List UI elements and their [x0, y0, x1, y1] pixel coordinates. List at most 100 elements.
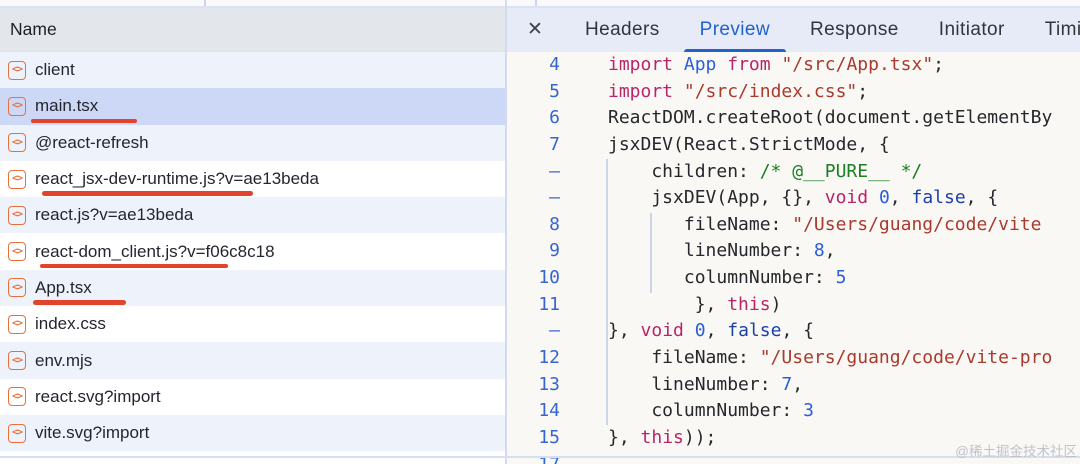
request-name-label: react_jsx-dev-runtime.js?v=ae13beda: [35, 169, 319, 189]
request-name-label: main.tsx: [35, 96, 99, 116]
line-number: –: [549, 320, 560, 342]
column-divider-tick: [204, 0, 206, 6]
annotation-red-underline: [42, 191, 253, 196]
panel-divider[interactable]: [505, 0, 507, 464]
code-text: [560, 79, 608, 106]
request-row[interactable]: <> react-dom_client.js?v=f06c8c18: [0, 233, 505, 270]
request-row[interactable]: <> client: [0, 52, 505, 89]
line-number: 5: [549, 80, 560, 102]
code-text: [560, 345, 608, 372]
request-name-label: react-dom_client.js?v=f06c8c18: [35, 241, 275, 261]
code-line: –}, void 0, false, {: [507, 318, 1080, 345]
script-file-icon: <>: [8, 96, 26, 116]
annotation-red-underline: [33, 300, 126, 305]
code-text: [560, 132, 608, 159]
script-file-icon: <>: [8, 242, 26, 262]
code-line: 14 columnNumber: 3: [507, 398, 1080, 425]
indent-guide: [650, 213, 652, 293]
request-name-label: vite.svg?import: [35, 423, 150, 443]
details-tab-bar: ✕ Headers Preview Response Initiator Timing: [507, 8, 1080, 52]
code-text: [560, 238, 608, 265]
column-divider-tick: [535, 0, 537, 6]
indent-guide: [606, 159, 608, 425]
code-text: [560, 265, 608, 292]
network-request-list: Name <>client<>main.tsx<>@react-refresh<…: [0, 8, 505, 464]
code-line: 12 fileName: "/Users/guang/code/vite-pro: [507, 345, 1080, 372]
code-text: [560, 425, 608, 452]
request-rows: <>client<>main.tsx<>@react-refresh<>reac…: [0, 52, 505, 452]
request-row[interactable]: <>react.js?v=ae13beda: [0, 197, 505, 234]
request-row[interactable]: <> react_jsx-dev-runtime.js?v=ae13beda: [0, 160, 505, 198]
line-number: 17: [507, 452, 560, 464]
script-file-icon: <>: [8, 351, 26, 371]
request-name-label: client: [35, 60, 75, 80]
line-number: 14: [538, 400, 560, 422]
code-line: 9 lineNumber: 8,: [507, 238, 1080, 265]
request-row[interactable]: <> @react-refresh: [0, 124, 505, 161]
line-number: 4: [549, 54, 560, 75]
code-text: [560, 292, 608, 319]
request-name-label: App.tsx: [35, 277, 92, 297]
line-number: 13: [538, 373, 560, 395]
annotation-red-underline: [40, 263, 228, 269]
name-column-header[interactable]: Name: [0, 8, 505, 52]
code-text: [560, 372, 608, 399]
code-text: [560, 105, 608, 132]
request-name-label: index.css: [35, 314, 106, 334]
name-column-label: Name: [10, 19, 57, 39]
tab-initiator[interactable]: Initiator: [938, 19, 1005, 40]
script-file-icon: <>: [8, 60, 26, 80]
code-line: 13 lineNumber: 7,: [507, 372, 1080, 399]
request-name-label: react.js?v=ae13beda: [35, 205, 194, 225]
code-text: [560, 398, 608, 425]
script-file-icon: <>: [8, 314, 26, 334]
request-row[interactable]: <> index.css: [0, 306, 505, 343]
request-row[interactable]: <> react.svg?import: [0, 378, 505, 415]
script-file-icon: <>: [8, 169, 26, 189]
request-row[interactable]: <> main.tsx: [0, 88, 505, 125]
script-file-icon: <>: [8, 387, 26, 407]
request-name-label: @react-refresh: [35, 132, 149, 152]
code-line: 8 fileName: "/Users/guang/code/vite: [507, 212, 1080, 239]
code-text: [560, 52, 608, 79]
watermark: @稀土掘金技术社区: [955, 444, 1077, 459]
tab-headers[interactable]: Headers: [585, 19, 660, 40]
code-line: – jsxDEV(App, {}, void 0, false, {: [507, 185, 1080, 212]
header-top-border: [0, 6, 1080, 8]
script-file-icon: <>: [8, 423, 26, 443]
tab-response[interactable]: Response: [810, 19, 899, 40]
code-text: [560, 185, 608, 212]
request-row[interactable]: <>App.tsx: [0, 269, 505, 307]
tab-preview[interactable]: Preview: [683, 8, 787, 52]
code-text: [560, 159, 608, 186]
code-line: 11 }, this): [507, 292, 1080, 319]
request-row[interactable]: <> vite.svg?import: [0, 414, 505, 452]
bottom-border-line: [0, 456, 1080, 458]
line-number: 10: [538, 267, 560, 289]
code-text: [560, 212, 608, 239]
code-text: [560, 318, 608, 345]
line-number: 11: [538, 293, 560, 315]
line-number: 6: [549, 107, 560, 129]
close-icon[interactable]: ✕: [527, 19, 543, 40]
line-number: –: [549, 187, 560, 209]
line-number: 9: [549, 240, 560, 262]
request-row[interactable]: <>env.mjs: [0, 342, 505, 379]
code-line: – children: /* @__PURE__ */: [507, 159, 1080, 186]
line-number: 8: [549, 213, 560, 235]
top-toolbar-edge: [0, 0, 1080, 6]
code-text: [560, 452, 608, 464]
request-name-label: react.svg?import: [35, 386, 161, 406]
script-file-icon: <>: [8, 133, 26, 153]
annotation-red-underline: [31, 118, 137, 124]
tab-timing[interactable]: Timing: [1044, 19, 1080, 40]
code-line: 15}, this));: [507, 425, 1080, 452]
request-details-panel: ✕ HeadersPreviewResponseInitiatorTiming …: [507, 8, 1080, 464]
line-number: 7: [549, 133, 560, 155]
line-number: –: [549, 160, 560, 182]
